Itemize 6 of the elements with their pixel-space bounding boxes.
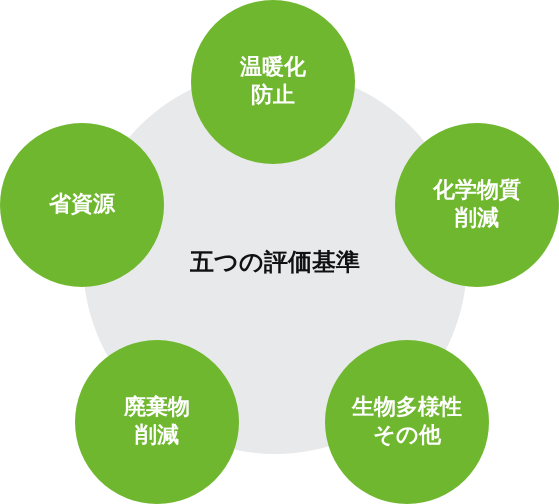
criterion-circle: 廃棄物削減 — [75, 340, 239, 504]
criterion-circle: 省資源 — [0, 123, 164, 287]
criterion-circle: 化学物質削減 — [395, 123, 559, 287]
hub-label: 五つの評価基準 — [190, 247, 360, 277]
criterion-circle: 生物多様性その他 — [325, 340, 489, 504]
criterion-circle: 温暖化防止 — [191, 0, 355, 164]
